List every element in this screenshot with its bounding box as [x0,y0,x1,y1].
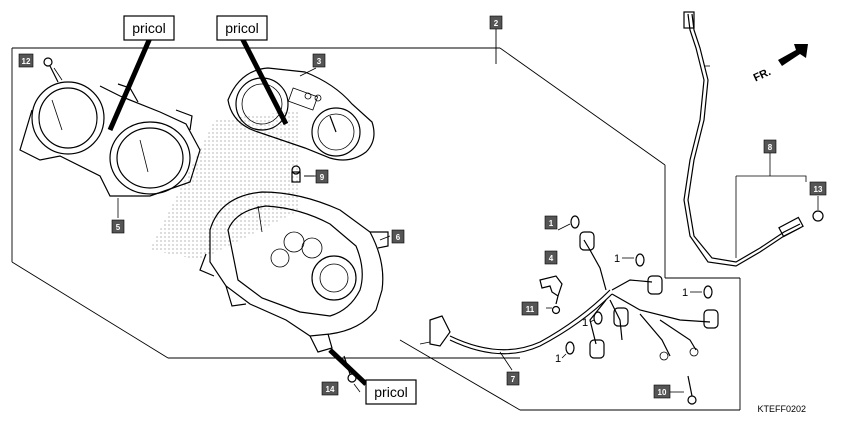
svg-text:1: 1 [549,219,554,228]
part-leaders [53,67,819,393]
part-label-5: 5 [111,219,125,234]
direction-label: FR. [752,66,773,84]
part-label-1-top: 1 [544,215,558,230]
part-label-4: 4 [544,250,558,265]
bulb-quantity-label: 1 [582,317,588,329]
svg-text:pricol: pricol [225,20,258,36]
lower-case-illustration [199,191,389,353]
svg-text:pricol: pricol [132,20,165,36]
part-label-13: 13 [809,181,827,196]
part-label-10: 10 [653,384,671,399]
screw-10-illustration [687,375,697,405]
svg-text:3: 3 [317,57,322,66]
part-label-9: 9 [315,169,329,184]
bulbs-illustration [565,215,713,355]
svg-text:7: 7 [511,375,516,384]
bulb-quantity-label: 1 [682,287,688,299]
callout-top-left: pricol [123,15,175,41]
svg-text:5: 5 [116,223,121,232]
part-label-6: 6 [391,229,405,244]
wire-harness-illustration [419,231,719,361]
part-label-7: 7 [506,371,520,386]
bulb-quantity-label: 1 [555,353,561,365]
diagram-code: KTEFF0202 [757,404,806,414]
part-label-14: 14 [321,381,339,396]
svg-text:11: 11 [526,305,535,314]
part-label-12: 12 [18,53,34,68]
clamp-4-illustration [539,275,563,297]
svg-text:4: 4 [549,254,554,263]
part-label-2: 2 [489,15,503,30]
part-label-8: 8 [763,139,777,154]
callout-leaders [107,36,368,386]
svg-text:13: 13 [814,185,823,194]
bulb-quantity-label: 1 [614,253,620,265]
forward-arrow-icon: FR. [752,44,808,84]
washer-13-illustration [812,210,824,222]
screw-12-illustration [43,57,59,83]
svg-text:6: 6 [396,233,401,242]
speedometer-cable-illustration [683,11,804,267]
svg-text:2: 2 [494,19,499,28]
part-label-11: 11 [521,301,539,316]
svg-text:9: 9 [320,173,325,182]
svg-text:10: 10 [658,388,667,397]
svg-text:14: 14 [326,385,335,394]
assembly-frame [11,28,741,411]
part-label-3: 3 [312,53,326,68]
svg-text:12: 12 [22,57,31,66]
callout-top-middle: pricol [216,15,268,41]
shaded-region [150,110,300,260]
meter-case-illustration [19,81,201,197]
callout-bottom: pricol [365,379,417,405]
svg-text:pricol: pricol [374,384,407,400]
screw-11-illustration [551,295,561,315]
svg-text:8: 8 [768,143,773,152]
